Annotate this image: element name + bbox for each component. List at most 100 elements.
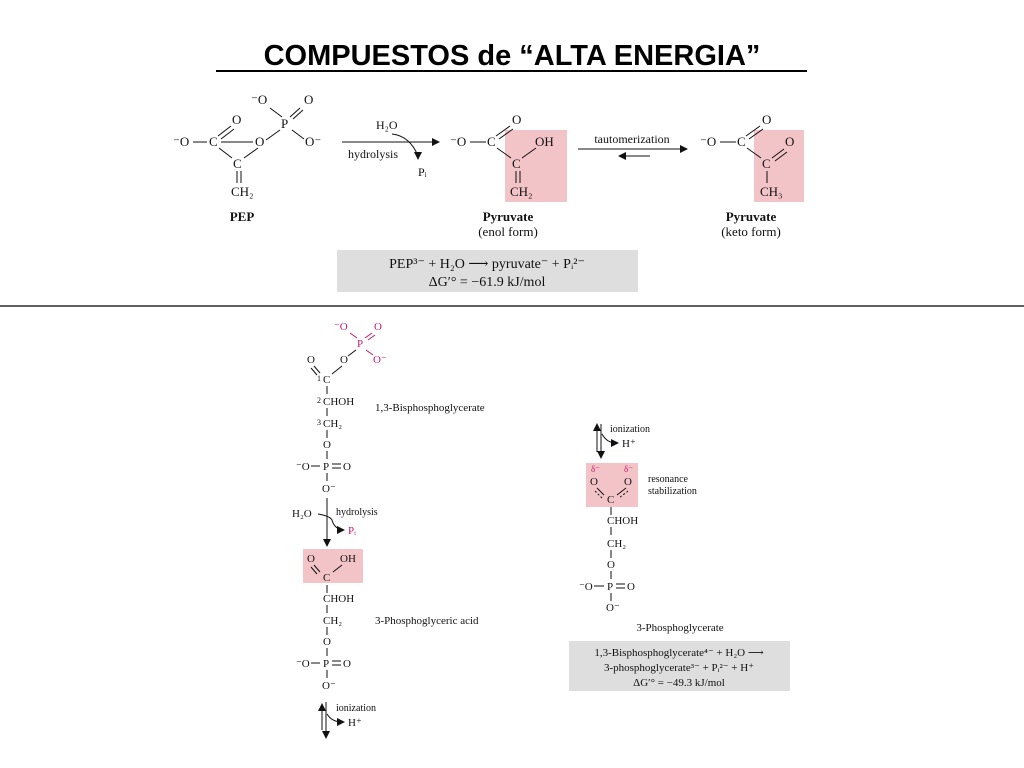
svg-text:O⁻: O⁻	[606, 602, 620, 614]
hydrolysis-product: Pᵢ	[348, 525, 356, 537]
arrow1-product: Pᵢ	[418, 165, 427, 179]
svg-text:CH₂: CH₂	[231, 184, 254, 199]
bottom-equation-line1: 1,3-Bisphosphoglycerate⁴⁻ + H₂O ⟶	[594, 647, 763, 659]
svg-text:O⁻: O⁻	[305, 134, 321, 149]
svg-text:O: O	[762, 112, 771, 127]
acid-highlight	[303, 549, 363, 583]
svg-text:1: 1	[317, 374, 321, 383]
svg-text:O: O	[607, 559, 615, 571]
ionization-label-right: ionization	[610, 424, 650, 435]
enol-name: Pyruvate	[483, 209, 534, 224]
hydrolysis-water: H₂O	[292, 508, 312, 520]
svg-text:⁻O: ⁻O	[296, 461, 310, 473]
tautomerization-arrow	[578, 145, 688, 160]
keto-highlight	[754, 130, 804, 202]
ionization-arrow-left	[318, 702, 345, 739]
svg-text:O⁻: O⁻	[322, 483, 336, 495]
svg-text:C: C	[762, 156, 771, 171]
arrow1-water: H₂O	[376, 118, 398, 132]
bottom-equation-box	[569, 641, 790, 691]
keto-form: (keto form)	[721, 224, 781, 239]
svg-text:O: O	[512, 112, 521, 127]
resonance-label-1: resonance	[648, 474, 689, 485]
svg-text:P: P	[323, 658, 329, 670]
svg-text:CH₂: CH₂	[323, 418, 342, 430]
svg-text:O: O	[374, 321, 382, 333]
svg-text:CHOH: CHOH	[323, 396, 354, 408]
svg-text:O: O	[343, 658, 351, 670]
ionization-arrow-right	[593, 423, 619, 459]
pep-structure: ⁻O O P O⁻ ⁻O C O O C CH₂	[173, 92, 321, 199]
svg-text:O: O	[785, 134, 794, 149]
enol-form: (enol form)	[478, 224, 538, 239]
enol-structure: ⁻O C O C OH CH₂	[450, 112, 554, 199]
top-equation-line1: PEP³⁻ + H₂O ⟶ pyruvate⁻ + Pᵢ²⁻	[389, 257, 585, 272]
svg-text:CHOH: CHOH	[607, 515, 638, 527]
svg-text:C: C	[607, 494, 614, 506]
bottom-right-reaction: ionization H⁺ δ⁻ δ⁻ O O C resonance stab…	[569, 423, 790, 691]
slide-title: COMPUESTOS de “ALTA ENERGIA”	[264, 40, 761, 72]
top-equation-box	[337, 250, 638, 292]
delta-right: δ⁻	[624, 464, 633, 474]
svg-text:O: O	[627, 581, 635, 593]
top-reaction: ⁻O O P O⁻ ⁻O C O O C CH₂ PEP	[173, 92, 804, 292]
svg-text:P: P	[357, 338, 363, 350]
svg-text:C: C	[512, 156, 521, 171]
svg-text:2: 2	[317, 396, 321, 405]
bpg-name: 1,3-Bisphosphoglycerate	[375, 402, 485, 414]
svg-text:⁻O: ⁻O	[700, 134, 716, 149]
arrow2-label: tautomerization	[594, 132, 669, 146]
svg-text:C: C	[487, 134, 496, 149]
svg-text:CH₂: CH₂	[323, 615, 342, 627]
pg-name: 3-Phosphoglycerate	[636, 622, 723, 634]
svg-text:⁻O: ⁻O	[579, 581, 593, 593]
arrow1-label: hydrolysis	[348, 147, 398, 161]
svg-text:C: C	[233, 156, 242, 171]
svg-text:O: O	[232, 112, 241, 127]
svg-text:C: C	[737, 134, 746, 149]
svg-text:3: 3	[317, 418, 321, 427]
svg-text:O: O	[323, 439, 331, 451]
svg-text:P: P	[281, 116, 288, 131]
ionization-label-left: ionization	[336, 703, 376, 714]
svg-text:C: C	[323, 374, 330, 386]
svg-text:CH₂: CH₂	[607, 538, 626, 550]
svg-text:O: O	[255, 134, 264, 149]
svg-text:OH: OH	[340, 553, 356, 565]
svg-text:C: C	[209, 134, 218, 149]
delta-left: δ⁻	[591, 464, 600, 474]
svg-text:⁻O: ⁻O	[450, 134, 466, 149]
svg-text:O: O	[307, 553, 315, 565]
resonance-label-2: stabilization	[648, 486, 697, 497]
resonance-highlight	[586, 463, 638, 507]
top-equation-line2: ΔG′° = −61.9 kJ/mol	[429, 275, 546, 290]
svg-text:O: O	[304, 92, 313, 107]
svg-text:⁻O: ⁻O	[173, 134, 189, 149]
svg-text:⁻O: ⁻O	[296, 658, 310, 670]
svg-text:CHOH: CHOH	[323, 593, 354, 605]
hydrolysis-label: hydrolysis	[336, 507, 378, 518]
svg-text:CH₃: CH₃	[760, 184, 783, 199]
svg-text:CH₂: CH₂	[510, 184, 533, 199]
svg-text:O: O	[340, 354, 348, 366]
svg-text:O: O	[323, 636, 331, 648]
svg-text:O⁻: O⁻	[373, 354, 387, 366]
svg-text:O: O	[307, 354, 315, 366]
svg-text:O: O	[624, 476, 632, 488]
svg-text:O: O	[343, 461, 351, 473]
ionization-product-left: H⁺	[348, 717, 362, 729]
bottom-left-reaction: ⁻O O P O⁻ O O 1 C 2 CHOH 3 CH₂ O ⁻O P O	[292, 321, 485, 739]
enol-highlight	[505, 130, 567, 202]
hydrolysis-arrow-bottom	[317, 498, 345, 547]
acid-name: 3-Phosphoglyceric acid	[375, 615, 479, 627]
svg-text:⁻O: ⁻O	[334, 321, 348, 333]
pep-label: PEP	[230, 209, 255, 224]
svg-text:C: C	[323, 572, 330, 584]
svg-text:O⁻: O⁻	[322, 680, 336, 692]
bpg-phosphate: ⁻O O P O⁻	[334, 321, 387, 366]
bottom-equation-line3: ΔG′° = −49.3 kJ/mol	[633, 677, 725, 689]
bottom-equation-line2: 3-phosphoglycerate³⁻ + Pᵢ²⁻ + H⁺	[604, 662, 754, 674]
svg-text:P: P	[607, 581, 613, 593]
hydrolysis-arrow-top	[342, 133, 440, 160]
